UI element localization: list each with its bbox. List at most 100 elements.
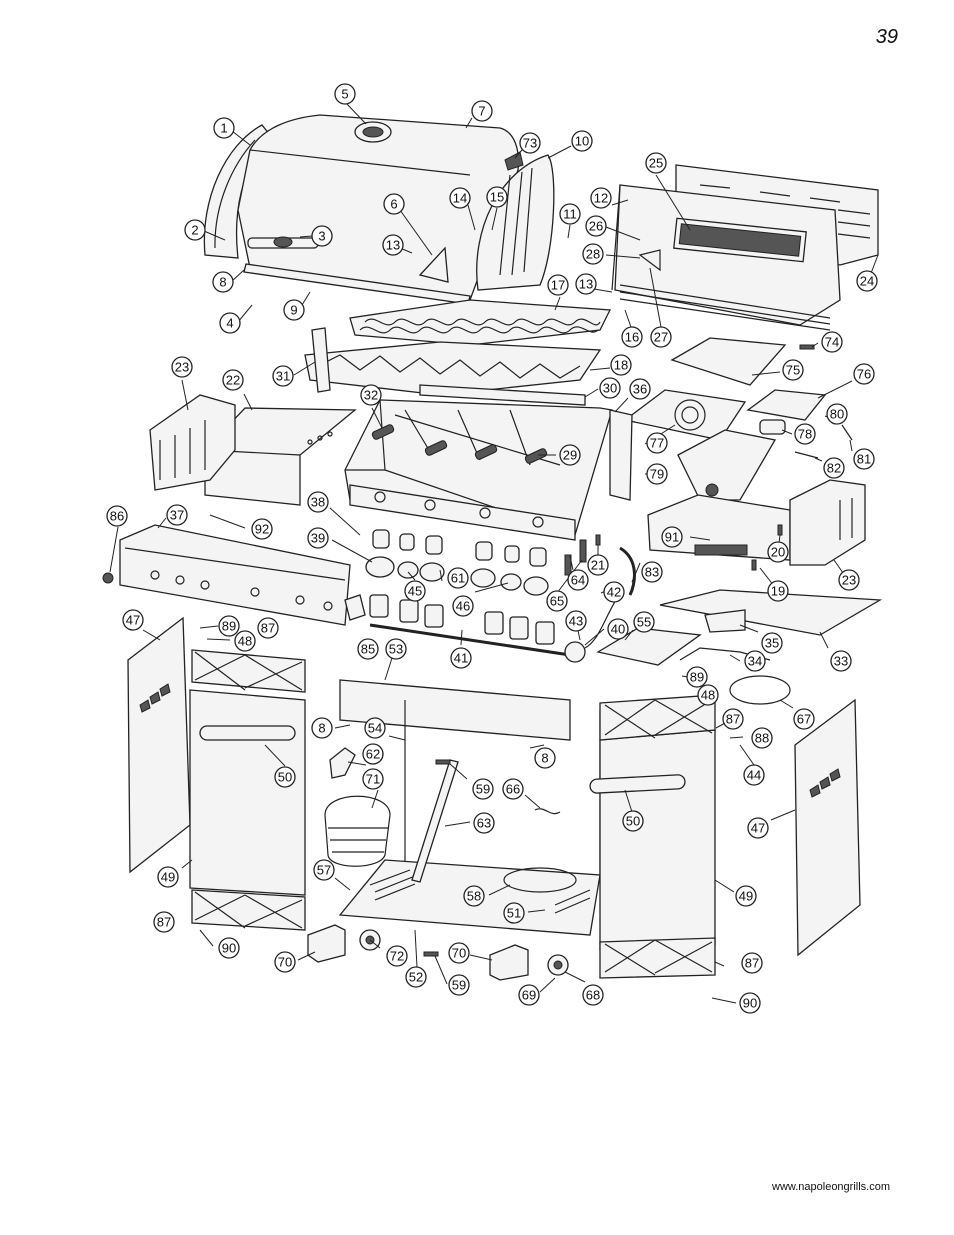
callout: 25: [645, 152, 667, 174]
callout-label: 37: [170, 508, 184, 523]
callout: 92: [251, 518, 273, 540]
callout-label: 41: [454, 651, 468, 666]
callout-label: 50: [278, 770, 292, 785]
callout-label: 10: [575, 134, 589, 149]
callout: 76: [853, 363, 875, 385]
callout-label: 17: [551, 278, 565, 293]
callout: 1: [213, 117, 235, 139]
callout: 23: [838, 569, 860, 591]
callout: 83: [641, 561, 663, 583]
footer-url[interactable]: www.napoleongrills.com: [772, 1181, 890, 1193]
callout-label: 77: [650, 436, 664, 451]
callout-label: 23: [175, 360, 189, 375]
callout: 43: [565, 610, 587, 632]
callout-label: 70: [452, 946, 466, 961]
callout: 55: [633, 611, 655, 633]
callout: 11: [559, 203, 581, 225]
callouts: 1 2 3 4 5 6 7 8 9 10 11 12 13 13 14 15 1…: [106, 83, 878, 1014]
cooking-grids: [304, 299, 612, 396]
callout: 8: [212, 271, 234, 293]
callout: 26: [585, 215, 607, 237]
callout-label: 59: [452, 978, 466, 993]
callout: 42: [603, 581, 625, 603]
callout-label: 40: [611, 622, 625, 637]
callout-label: 62: [366, 747, 380, 762]
left-side-shelf: [149, 394, 357, 506]
callout-label: 49: [739, 889, 753, 904]
callout-label: 73: [523, 136, 537, 151]
callout-label: 87: [726, 712, 740, 727]
callout: 78: [794, 423, 816, 445]
callout: 7: [471, 100, 493, 122]
callout: 77: [646, 432, 668, 454]
callout: 87: [257, 617, 279, 639]
lid-assembly: [203, 114, 555, 305]
callout-label: 27: [654, 330, 668, 345]
callout: 82: [823, 457, 845, 479]
callout: 48: [234, 630, 256, 652]
callout-label: 72: [390, 949, 404, 964]
callout-label: 43: [569, 614, 583, 629]
callout-label: 88: [755, 731, 769, 746]
callout-label: 44: [747, 768, 761, 783]
control-panel: [102, 524, 549, 626]
right-side-burner: [595, 337, 883, 705]
callout-label: 39: [311, 531, 325, 546]
callout: 6: [383, 193, 405, 215]
callout-label: 45: [408, 584, 422, 599]
callout-label: 87: [157, 915, 171, 930]
callout: 22: [222, 369, 244, 391]
callout-label: 48: [238, 634, 252, 649]
callout-label: 55: [637, 615, 651, 630]
callout: 87: [741, 952, 763, 974]
callout-label: 9: [290, 303, 297, 318]
callout-label: 79: [650, 467, 664, 482]
callout-label: 46: [456, 599, 470, 614]
callout-label: 74: [825, 335, 839, 350]
callout: 12: [590, 187, 612, 209]
callout-label: 89: [690, 670, 704, 685]
callout-label: 15: [490, 190, 504, 205]
callout: 17: [547, 274, 569, 296]
callout: 35: [761, 632, 783, 654]
callout-label: 20: [771, 545, 785, 560]
callout: 74: [821, 331, 843, 353]
callout: 28: [582, 243, 604, 265]
callout-label: 83: [645, 565, 659, 580]
callout: 39: [307, 527, 329, 549]
callout: 19: [767, 580, 789, 602]
callout-label: 38: [311, 495, 325, 510]
callout-label: 4: [226, 316, 233, 331]
callout-label: 67: [797, 712, 811, 727]
callout-label: 11: [563, 207, 577, 222]
callout: 2: [184, 219, 206, 241]
callout-label: 49: [161, 870, 175, 885]
callout-label: 51: [507, 906, 521, 921]
callout: 54: [364, 717, 386, 739]
callout: 48: [697, 684, 719, 706]
callout: 41: [450, 647, 472, 669]
gas-manifold: [369, 539, 636, 663]
callout: 14: [449, 187, 471, 209]
callout: 61: [447, 567, 469, 589]
callout: 34: [744, 650, 766, 672]
callout-label: 90: [743, 996, 757, 1011]
callout-label: 76: [857, 367, 871, 382]
callout: 89: [686, 666, 708, 688]
callout-label: 16: [625, 330, 639, 345]
callout-label: 35: [765, 636, 779, 651]
callout: 58: [463, 885, 485, 907]
callout-label: 8: [318, 721, 325, 736]
callout-label: 69: [522, 988, 536, 1003]
callout: 31: [272, 365, 294, 387]
callout-label: 26: [589, 219, 603, 234]
callout-label: 57: [317, 863, 331, 878]
callout: 10: [571, 130, 593, 152]
callout: 75: [782, 359, 804, 381]
callout-label: 6: [390, 197, 397, 212]
callout-label: 52: [409, 970, 423, 985]
callout: 30: [599, 377, 621, 399]
callout-label: 23: [842, 573, 856, 588]
callout-label: 5: [341, 87, 348, 102]
callout-label: 1: [220, 121, 227, 136]
